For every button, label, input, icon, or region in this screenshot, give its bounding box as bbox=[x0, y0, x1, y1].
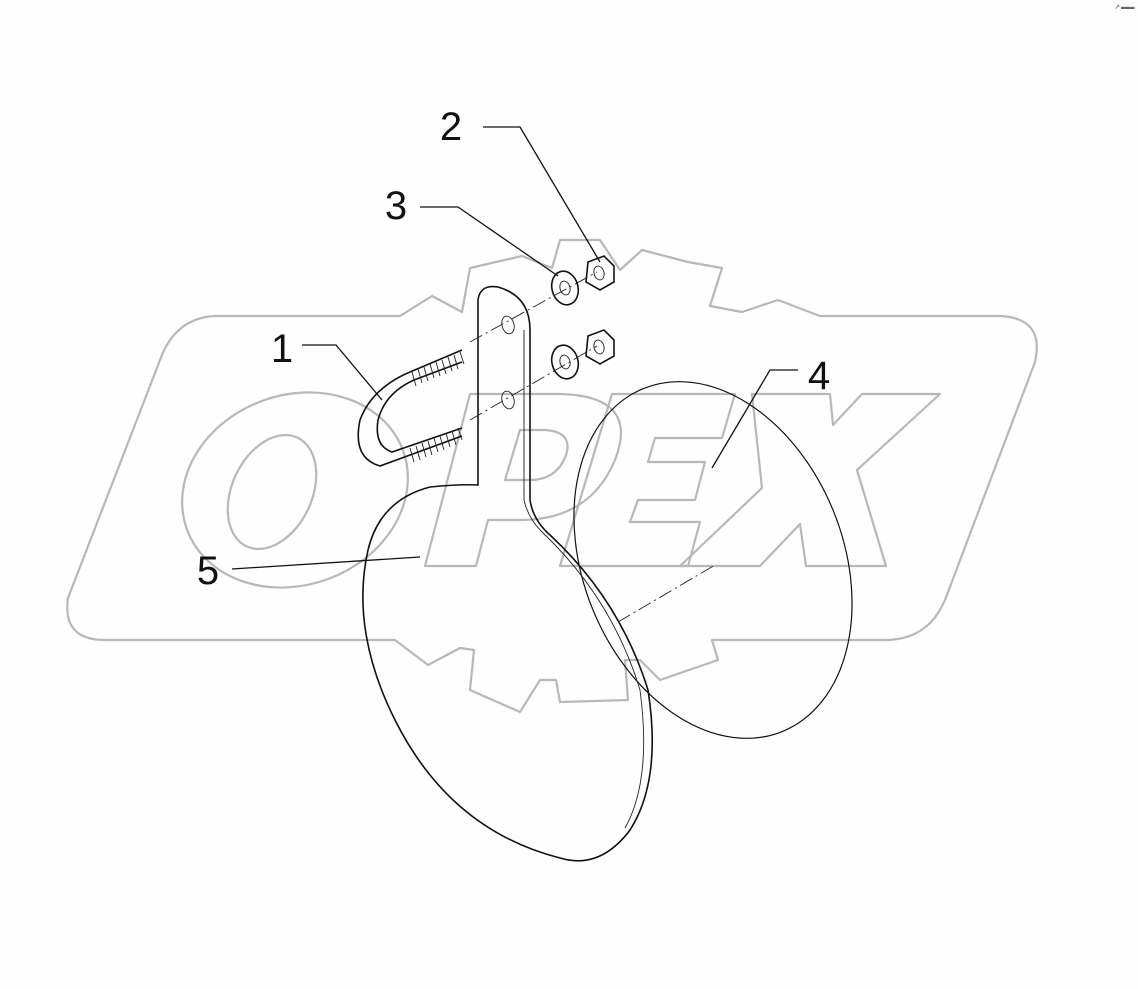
leader-1 bbox=[302, 344, 383, 401]
leader-5 bbox=[231, 556, 421, 570]
corner-mark: ↗ ▬▬ bbox=[1114, 4, 1134, 11]
callout-5[interactable]: 5 bbox=[196, 549, 220, 593]
bracket-hole-lower bbox=[501, 390, 515, 410]
callout-2[interactable]: 2 bbox=[439, 105, 463, 149]
leader-4 bbox=[711, 369, 798, 469]
part-1-u-bolt[interactable] bbox=[357, 349, 465, 467]
watermark-letter-e bbox=[558, 392, 737, 568]
part-2-nut-lower[interactable] bbox=[585, 329, 615, 365]
leader-3 bbox=[420, 206, 559, 277]
part-3-washer-upper[interactable] bbox=[548, 268, 582, 308]
leader-lines bbox=[231, 126, 798, 570]
part-3-washer-lower[interactable] bbox=[548, 342, 582, 382]
leader-2 bbox=[483, 126, 601, 263]
callout-4[interactable]: 4 bbox=[807, 354, 831, 398]
part-4-disc[interactable] bbox=[523, 340, 903, 780]
part-5-bracket-plate[interactable] bbox=[362, 285, 654, 862]
callout-1[interactable]: 1 bbox=[270, 327, 294, 371]
part-2-nut-upper[interactable] bbox=[585, 255, 615, 291]
u-bolt-threads-upper bbox=[411, 351, 465, 387]
watermark-letter-o bbox=[181, 391, 409, 589]
bracket-hole-upper bbox=[501, 315, 515, 335]
watermark-gear-outline bbox=[66, 238, 1038, 714]
assembly-axes bbox=[469, 271, 716, 623]
u-bolt-threads-lower bbox=[409, 427, 463, 463]
watermark-letter-x bbox=[678, 392, 942, 568]
watermark-letter-o-inner bbox=[226, 433, 318, 551]
callout-3[interactable]: 3 bbox=[384, 184, 408, 228]
